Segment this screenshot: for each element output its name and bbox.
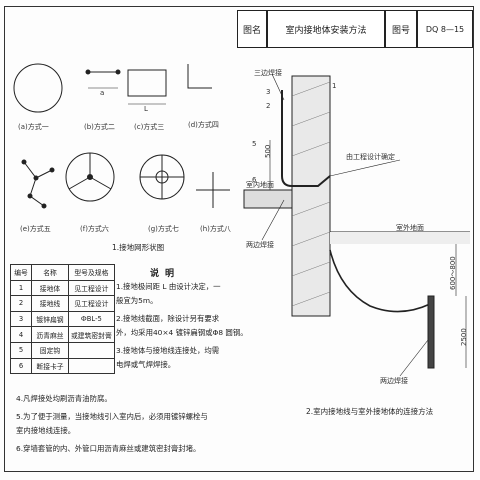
note-line: 6.穿墙套管的内、外管口用沥青麻丝或建筑密封膏封堵。 (16, 444, 201, 453)
note-line: 3.接地体与接地线连接处，均需 (116, 346, 220, 355)
sheet-frame (4, 6, 474, 472)
dim-600-800: 600～800 (449, 256, 457, 290)
shape-c-rect (127, 69, 167, 97)
header-no: 编号 (10, 264, 32, 281)
shape-label-b: (b)方式二 (84, 123, 115, 131)
callout-1: 1 (332, 82, 337, 90)
shape-label-d: (d)方式四 (188, 121, 219, 129)
note-line: 5.为了便于测量，当接地线引入室内后，必须用镀锌螺栓与 (16, 412, 208, 421)
title-block-number-label: 图号 (385, 10, 417, 48)
dim-2500: 2500 (460, 328, 468, 346)
ground-conductor (329, 249, 431, 313)
installation-caption: 2.室内接地线与室外接地体的连接方法 (306, 407, 434, 416)
dim-500: 500 (264, 144, 272, 158)
shape-label-g: (g)方式七 (148, 225, 179, 233)
dim-l-label: L (144, 105, 148, 113)
shapes-caption: 1.接地网形状图 (112, 243, 165, 252)
note-line: 4.凡焊接处均刷沥青油防腐。 (16, 394, 112, 403)
label-two-side-weld-1: 两边焊接 (246, 241, 274, 249)
ground-electrode (427, 295, 435, 369)
shape-e-chain (23, 161, 45, 207)
callout-3: 3 (266, 88, 271, 96)
note-line: 般宜为5m。 (116, 296, 158, 305)
callout-6: 6 (252, 176, 257, 184)
dim-a-label: a (100, 89, 105, 97)
indoor-floor-slab (243, 189, 293, 209)
note-line: 电焊或气焊焊接。 (116, 360, 176, 369)
label-two-side-weld-2: 两边焊接 (380, 377, 408, 385)
shape-label-f: (f)方式六 (80, 225, 109, 233)
label-indoor-floor: 室内地面 (246, 181, 274, 189)
notes-title: 说明 (150, 269, 181, 279)
table-header-row: 编号 名称 型号及规格 (10, 264, 115, 281)
shape-label-e: (e)方式五 (20, 225, 51, 233)
title-block-name: 室内接地体安装方法 (267, 10, 385, 48)
shape-label-h: (h)方式八 (200, 225, 231, 233)
installation-section (243, 73, 470, 377)
note-line: 室内接地线连接。 (16, 426, 76, 435)
note-line: 2.接地线截面，除设计另有要求 (116, 314, 220, 323)
label-three-side-weld: 三边焊接 (254, 69, 282, 77)
callout-2: 2 (266, 102, 271, 110)
title-block-number: DQ 8—15 (417, 10, 473, 48)
grounding-ring-circle (13, 63, 63, 113)
label-floor-level: 由工程设计确定 (346, 153, 395, 161)
note-line: 外，均采用40×4 镀锌扁钢或Φ8 圆钢。 (116, 328, 248, 337)
note-line: 1.接地极间距 L 由设计决定，一 (116, 282, 221, 291)
label-outdoor-ground: 室外地面 (396, 224, 424, 232)
building-wall (291, 75, 331, 317)
shape-label-a: (a)方式一 (18, 123, 49, 131)
header-spec: 型号及规格 (68, 264, 115, 281)
header-name: 名称 (31, 264, 69, 281)
shape-d-angle (187, 64, 212, 89)
title-block-name-label: 图名 (237, 10, 267, 48)
callout-5: 5 (252, 140, 257, 148)
shape-label-c: (c)方式三 (134, 123, 165, 131)
